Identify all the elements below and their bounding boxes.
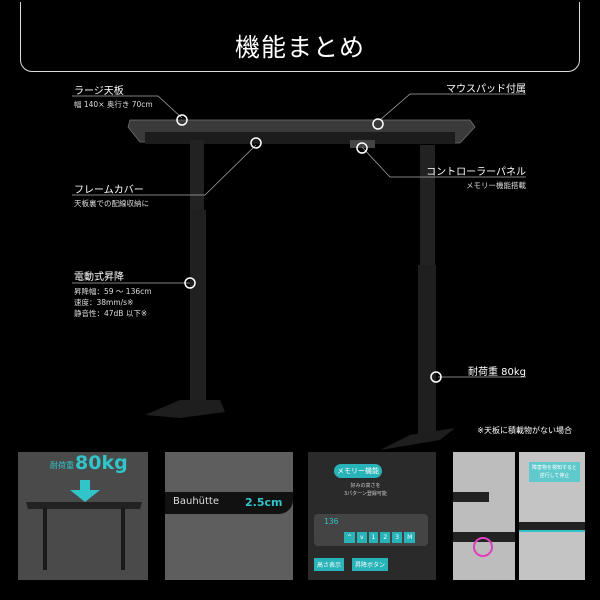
height-display-tag: 高さ表示 (314, 558, 345, 571)
up-button[interactable]: ^ (344, 532, 356, 543)
lift-noise: 静音性：47dB 以下※ (74, 309, 148, 318)
memory-button[interactable]: M (404, 532, 416, 543)
note: ※天板に積載物がない場合 (477, 426, 572, 435)
thickness-value: 2.5cm (245, 496, 283, 509)
page-title: 機能まとめ (234, 33, 365, 62)
load-value: 80kg (75, 452, 128, 474)
panel-safety: 障害物を検知すると 逆行して停止 (453, 452, 585, 580)
safety-desc-2: 逆行して停止 (539, 473, 570, 479)
panel-thickness: Bauhütte 2.5cm (165, 452, 293, 580)
lift-range: 昇降幅：59 ～ 136cm (74, 287, 152, 296)
desk-illustration (72, 93, 526, 450)
preset-3-button[interactable]: 3 (392, 532, 403, 543)
height-display: 136 (324, 517, 339, 526)
frame-cover-detail: 天板裏での配線収納に (74, 199, 149, 208)
down-button[interactable]: v (357, 532, 367, 543)
preset-1-button[interactable]: 1 (368, 532, 379, 543)
lift-label: 電動式昇降 (74, 272, 124, 283)
controller-detail: メモリー機能搭載 (466, 181, 526, 190)
memory-desc-1: 好みの高さを (350, 483, 381, 489)
load-prefix: 耐荷重 (50, 461, 74, 470)
panel-load: 耐荷重 80kg (18, 452, 148, 580)
down-arrow-icon (26, 480, 142, 570)
preset-2-button[interactable]: 2 (380, 532, 391, 543)
controller-label: コントローラーパネル (426, 167, 526, 178)
frame-cover-label: フレームカバー (74, 185, 144, 196)
lift-speed: 速度：38mm/s※ (74, 298, 134, 307)
top-board-label: ラージ天板 (74, 86, 124, 97)
lift-buttons-tag: 昇降ボタン (352, 558, 389, 571)
mousepad-label: マウスパッド付属 (446, 84, 526, 95)
memory-desc-2: 3パターン登録可能 (344, 491, 387, 497)
memory-badge: メモリー機能 (334, 464, 382, 478)
top-board-detail: 幅 140× 奥行き 70cm (74, 100, 153, 109)
title-box: 機能まとめ (20, 2, 580, 72)
safety-desc-1: 障害物を検知すると (532, 465, 578, 471)
load-label: 耐荷重 80kg (467, 367, 526, 378)
brand-logo: Bauhütte (173, 496, 219, 507)
panel-memory: メモリー機能 好みの高さを 3パターン登録可能 136 ^ v 1 2 3 M … (308, 452, 436, 580)
